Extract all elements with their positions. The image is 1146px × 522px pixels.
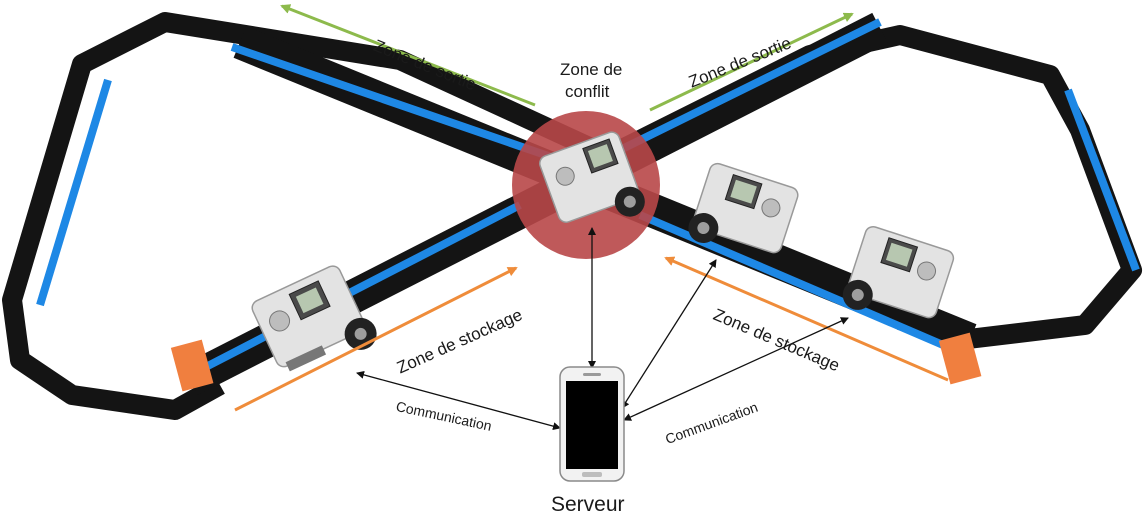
exit-arrow-right (649, 12, 854, 112)
robot-center (539, 131, 645, 223)
conflict-zone-label-line1: Zone de (560, 60, 623, 79)
orange-tape-left (170, 339, 214, 392)
conflict-zone-label-line2: conflit (565, 82, 610, 101)
exit-arrow-left (280, 4, 536, 107)
smartphone-icon (559, 366, 625, 482)
server-label: Serveur (551, 493, 625, 516)
comm-arrow-right-robot-2 (623, 317, 849, 421)
storage-arrow-left (234, 266, 518, 412)
robot-right-2 (842, 225, 955, 319)
track-left-loop (2, 12, 605, 420)
robot-right-1 (688, 162, 799, 254)
comm-arrow-right-robot-1 (621, 259, 717, 409)
orange-tape-right (938, 332, 982, 385)
robot-left (251, 265, 377, 372)
comm-arrow-left-robot (356, 370, 561, 431)
